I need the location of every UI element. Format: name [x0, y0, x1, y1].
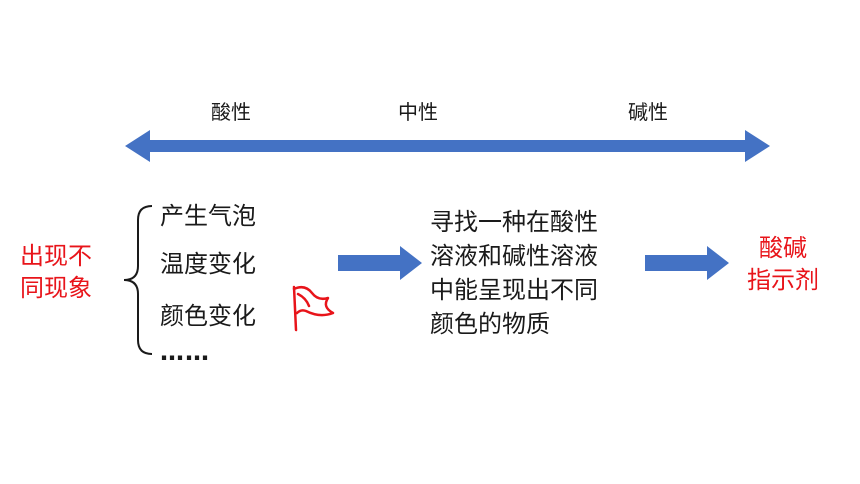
goal-text-line3: 中能呈现出不同 [430, 276, 598, 304]
observation-brace [123, 205, 153, 355]
acidic-label: 酸性 [211, 100, 251, 124]
result-label-line2: 指示剂 [747, 266, 819, 294]
result-label-line1: 酸碱 [759, 234, 807, 262]
observation-item: 颜色变化 [160, 302, 256, 330]
arrow-to-result [645, 246, 729, 280]
observation-item: 温度变化 [160, 250, 256, 278]
arrow-to-goal [338, 246, 422, 280]
phenomenon-label: 出现不 同现象 [20, 240, 110, 304]
neutral-label: 中性 [398, 100, 438, 124]
goal-text-line1: 寻找一种在酸性 [430, 208, 598, 236]
flag-icon [292, 285, 335, 332]
result-label: 酸碱 指示剂 [738, 232, 828, 296]
ph-scale-double-arrow [125, 130, 770, 162]
goal-text-line2: 溶液和碱性溶液 [430, 242, 598, 270]
phenomenon-label-line2: 同现象 [20, 274, 92, 302]
observation-ellipsis: …… [160, 338, 210, 366]
goal-text-line4: 颜色的物质 [430, 310, 550, 338]
goal-text: 寻找一种在酸性 溶液和碱性溶液 中能呈现出不同 颜色的物质 [430, 205, 640, 341]
basic-label: 碱性 [628, 100, 668, 124]
observation-item: 产生气泡 [160, 202, 256, 230]
phenomenon-label-line1: 出现不 [20, 242, 92, 270]
